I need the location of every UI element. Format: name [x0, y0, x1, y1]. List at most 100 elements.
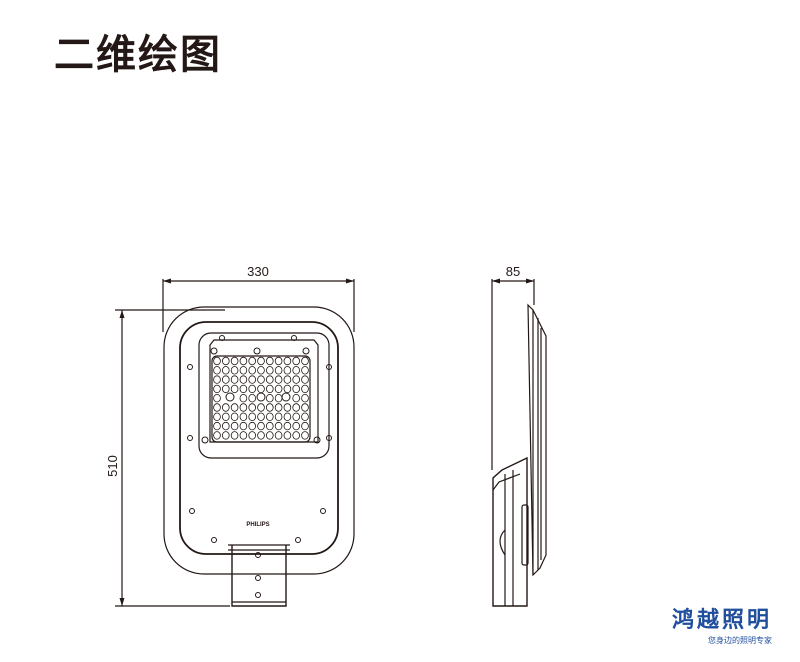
- led-lens: [257, 375, 265, 384]
- led-lens: [248, 366, 257, 375]
- led-lens: [248, 356, 257, 366]
- led-lens: [274, 375, 283, 384]
- led-lens: [265, 431, 274, 440]
- brand-mark: 鸿越照明 您身边的照明专家: [672, 602, 772, 646]
- led-lens: [265, 366, 274, 375]
- led-lens: [248, 375, 257, 384]
- led-lens: [230, 366, 239, 375]
- led-lens: [292, 421, 301, 431]
- led-lens: [239, 384, 248, 394]
- led-lens: [239, 421, 248, 431]
- led-lens: [213, 375, 221, 384]
- width-dimension: [162, 278, 355, 332]
- led-lens: [248, 394, 257, 403]
- led-lens: [274, 366, 283, 375]
- led-lens: [213, 403, 221, 412]
- led-lens: [239, 412, 248, 421]
- led-lens: [283, 421, 292, 431]
- page-title: 二维绘图: [54, 32, 222, 78]
- brand-slogan: 您身边的照明专家: [708, 636, 772, 645]
- led-lens: [292, 394, 301, 403]
- led-lens: [257, 403, 265, 412]
- led-lens: [222, 421, 230, 431]
- led-lens: [274, 403, 283, 412]
- led-lens: [301, 356, 309, 366]
- depth-dimension: [491, 278, 535, 470]
- led-lens: [274, 421, 283, 431]
- led-lens: [222, 412, 230, 421]
- led-lens: [301, 412, 309, 421]
- led-lens: [301, 421, 309, 431]
- led-lens: [274, 412, 283, 421]
- depth-label: 85: [506, 264, 520, 279]
- led-lens: [265, 412, 274, 421]
- led-lens: [292, 412, 301, 421]
- led-lens: [239, 375, 248, 384]
- led-lens: [283, 384, 292, 394]
- led-lens: [213, 431, 221, 440]
- led-lens: [230, 421, 239, 431]
- brand-name: 鸿越照明: [671, 608, 772, 633]
- led-lens: [222, 375, 230, 384]
- led-lens: [257, 412, 265, 421]
- led-lens: [292, 384, 301, 394]
- led-lens: [213, 384, 221, 394]
- led-lens: [265, 394, 274, 403]
- led-lens: [230, 356, 239, 366]
- led-lens: [222, 403, 230, 412]
- led-lens: [257, 366, 265, 375]
- front-view: [163, 306, 355, 607]
- led-lens: [257, 421, 265, 431]
- led-lens: [213, 412, 221, 421]
- led-lens: [301, 431, 309, 440]
- led-lens: [283, 375, 292, 384]
- led-lens: [257, 356, 265, 366]
- led-lens: [274, 431, 283, 440]
- side-view: [492, 303, 547, 607]
- led-lens: [283, 412, 292, 421]
- led-lens: [265, 421, 274, 431]
- height-label: 510: [105, 455, 120, 477]
- led-lens: [230, 384, 239, 394]
- led-lens: [222, 431, 230, 440]
- led-lens: [265, 375, 274, 384]
- led-lens: [292, 356, 301, 366]
- led-lens: [230, 412, 239, 421]
- led-lens: [292, 431, 301, 440]
- led-lens: [248, 403, 257, 412]
- width-label: 330: [247, 264, 269, 279]
- led-lens: [301, 394, 309, 403]
- led-lens: [301, 366, 309, 375]
- led-lens: [301, 384, 309, 394]
- led-lens: [283, 356, 292, 366]
- led-lens: [257, 431, 265, 440]
- led-lens: [230, 375, 239, 384]
- led-lens: [283, 431, 292, 440]
- led-lens: [265, 403, 274, 412]
- led-lens: [274, 356, 283, 366]
- led-lens: [248, 384, 257, 394]
- led-lens: [265, 384, 274, 394]
- led-lens: [213, 421, 221, 431]
- led-lens: [213, 356, 221, 366]
- led-lens-array: [213, 356, 309, 440]
- led-lens: [248, 421, 257, 431]
- led-lens: [292, 375, 301, 384]
- led-lens: [265, 356, 274, 366]
- led-lens: [222, 356, 230, 366]
- led-lens: [248, 412, 257, 421]
- led-lens: [213, 394, 221, 403]
- led-lens: [239, 403, 248, 412]
- led-lens: [222, 384, 230, 394]
- led-lens: [230, 431, 239, 440]
- led-lens: [274, 394, 283, 403]
- led-lens: [257, 384, 265, 394]
- led-lens: [283, 403, 292, 412]
- led-lens: [292, 403, 301, 412]
- led-lens: [283, 366, 292, 375]
- led-lens: [213, 366, 221, 375]
- led-lens: [301, 403, 309, 412]
- height-dimension: [115, 309, 230, 607]
- led-lens: [239, 366, 248, 375]
